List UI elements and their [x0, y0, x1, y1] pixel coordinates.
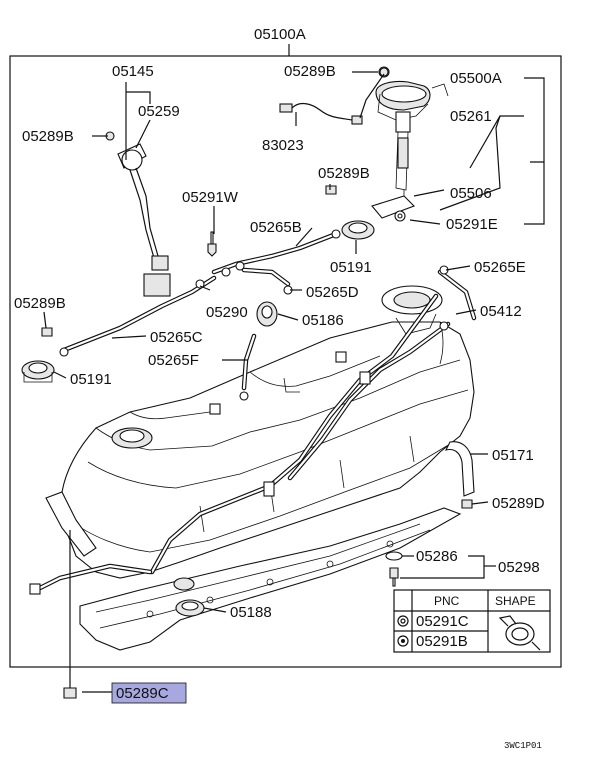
callout-05265F: 05265F — [148, 352, 199, 369]
callout-labels: 05145 05259 05289B 05289B 83023 05289B 0… — [14, 63, 545, 704]
callout-05171: 05171 — [492, 447, 534, 464]
callout-05145: 05145 — [112, 63, 154, 80]
callout-83023: 83023 — [262, 137, 304, 154]
sensor-harness — [279, 102, 363, 125]
callout-05191-left: 05191 — [70, 371, 112, 388]
callout-05265E: 05265E — [474, 259, 526, 276]
fuel-tank — [61, 321, 475, 579]
callout-05289B-mid: 05289B — [318, 165, 370, 182]
legend-row2-pnc: 05291B — [416, 633, 468, 650]
clamp-shape-icon — [498, 615, 541, 651]
callout-highlight-box — [111, 682, 187, 704]
callout-05291W: 05291W — [182, 189, 239, 206]
legend-row1-symbol-icon — [397, 615, 409, 627]
callout-05289C[interactable]: 05289C — [116, 685, 169, 702]
legend-header-shape: SHAPE — [495, 594, 536, 608]
legend-row1-pnc: 05291C — [416, 613, 469, 630]
callout-05289B-lower: 05289B — [14, 295, 66, 312]
grommet — [173, 577, 205, 617]
callout-05186: 05186 — [302, 312, 344, 329]
callout-05265C: 05265C — [150, 329, 203, 346]
callout-05188: 05188 — [230, 604, 272, 621]
callout-05289D: 05289D — [492, 495, 545, 512]
legend-table: PNC SHAPE 05291C 05291B — [393, 589, 551, 653]
legend-header-pnc: PNC — [434, 594, 460, 608]
diagram-code: 3WC1P01 — [504, 741, 542, 751]
fasteners — [41, 67, 473, 699]
sender-plate-left — [21, 360, 55, 383]
fuel-hoses — [29, 229, 477, 595]
callout-05259: 05259 — [138, 103, 180, 120]
callout-05289B-top: 05289B — [284, 63, 336, 80]
callout-05265D: 05265D — [306, 284, 359, 301]
callout-05412: 05412 — [480, 303, 522, 320]
callout-05265B: 05265B — [250, 219, 302, 236]
tank-band — [45, 441, 475, 557]
label-assembly: 05100A — [254, 26, 306, 43]
callout-05506: 05506 — [450, 185, 492, 202]
legend-row2-symbol-icon — [397, 635, 409, 647]
fuel-gauge-unit — [105, 131, 171, 297]
sender-plate-mid — [341, 220, 375, 240]
callout-05191-mid: 05191 — [330, 259, 372, 276]
callout-05286: 05286 — [416, 548, 458, 565]
fuel-filter — [256, 301, 278, 327]
leader-lines — [43, 71, 545, 693]
callout-05289B-left: 05289B — [22, 128, 74, 145]
diagram-frame — [9, 55, 562, 668]
callout-05291E: 05291E — [446, 216, 498, 233]
callout-05298: 05298 — [498, 559, 540, 576]
callout-05261: 05261 — [450, 108, 492, 125]
callout-05290: 05290 — [206, 304, 248, 321]
callout-05500A: 05500A — [450, 70, 502, 87]
tank-protector-plate — [79, 507, 462, 651]
fuel-pump-assembly — [371, 66, 449, 222]
